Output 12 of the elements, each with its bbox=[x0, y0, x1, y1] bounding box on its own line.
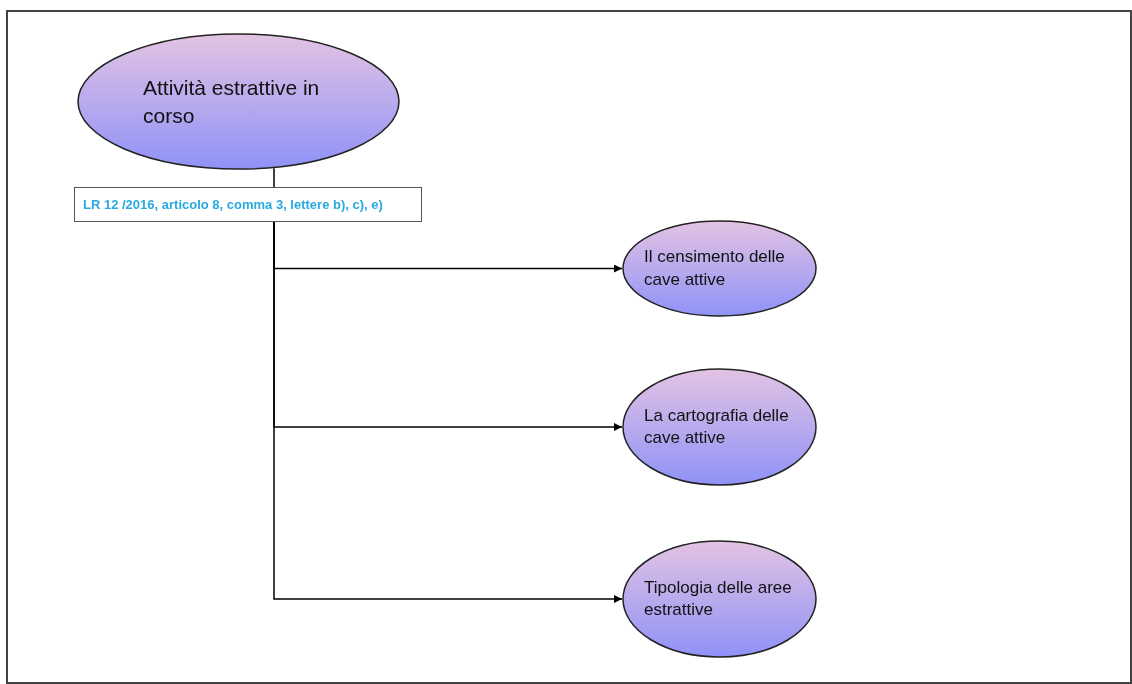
topic-ellipse bbox=[77, 33, 400, 170]
connector-line bbox=[273, 167, 275, 188]
arrow bbox=[273, 221, 623, 603]
topic-text: Il censimento delle cave attive bbox=[644, 246, 786, 291]
topic-text: Attività estrattive in corso bbox=[143, 75, 321, 129]
topic-text: La cartografia delle cave attive bbox=[644, 404, 790, 449]
reference-text: LR 12 /2016, articolo 8, comma 3, lettere b), c), e) bbox=[83, 195, 383, 214]
topic-text: Tipologia delle aree estrattive bbox=[644, 576, 793, 621]
topic-ellipse bbox=[622, 220, 817, 317]
topic-ellipse bbox=[622, 540, 817, 658]
reference-box bbox=[74, 187, 422, 222]
topic-ellipse bbox=[622, 368, 817, 486]
